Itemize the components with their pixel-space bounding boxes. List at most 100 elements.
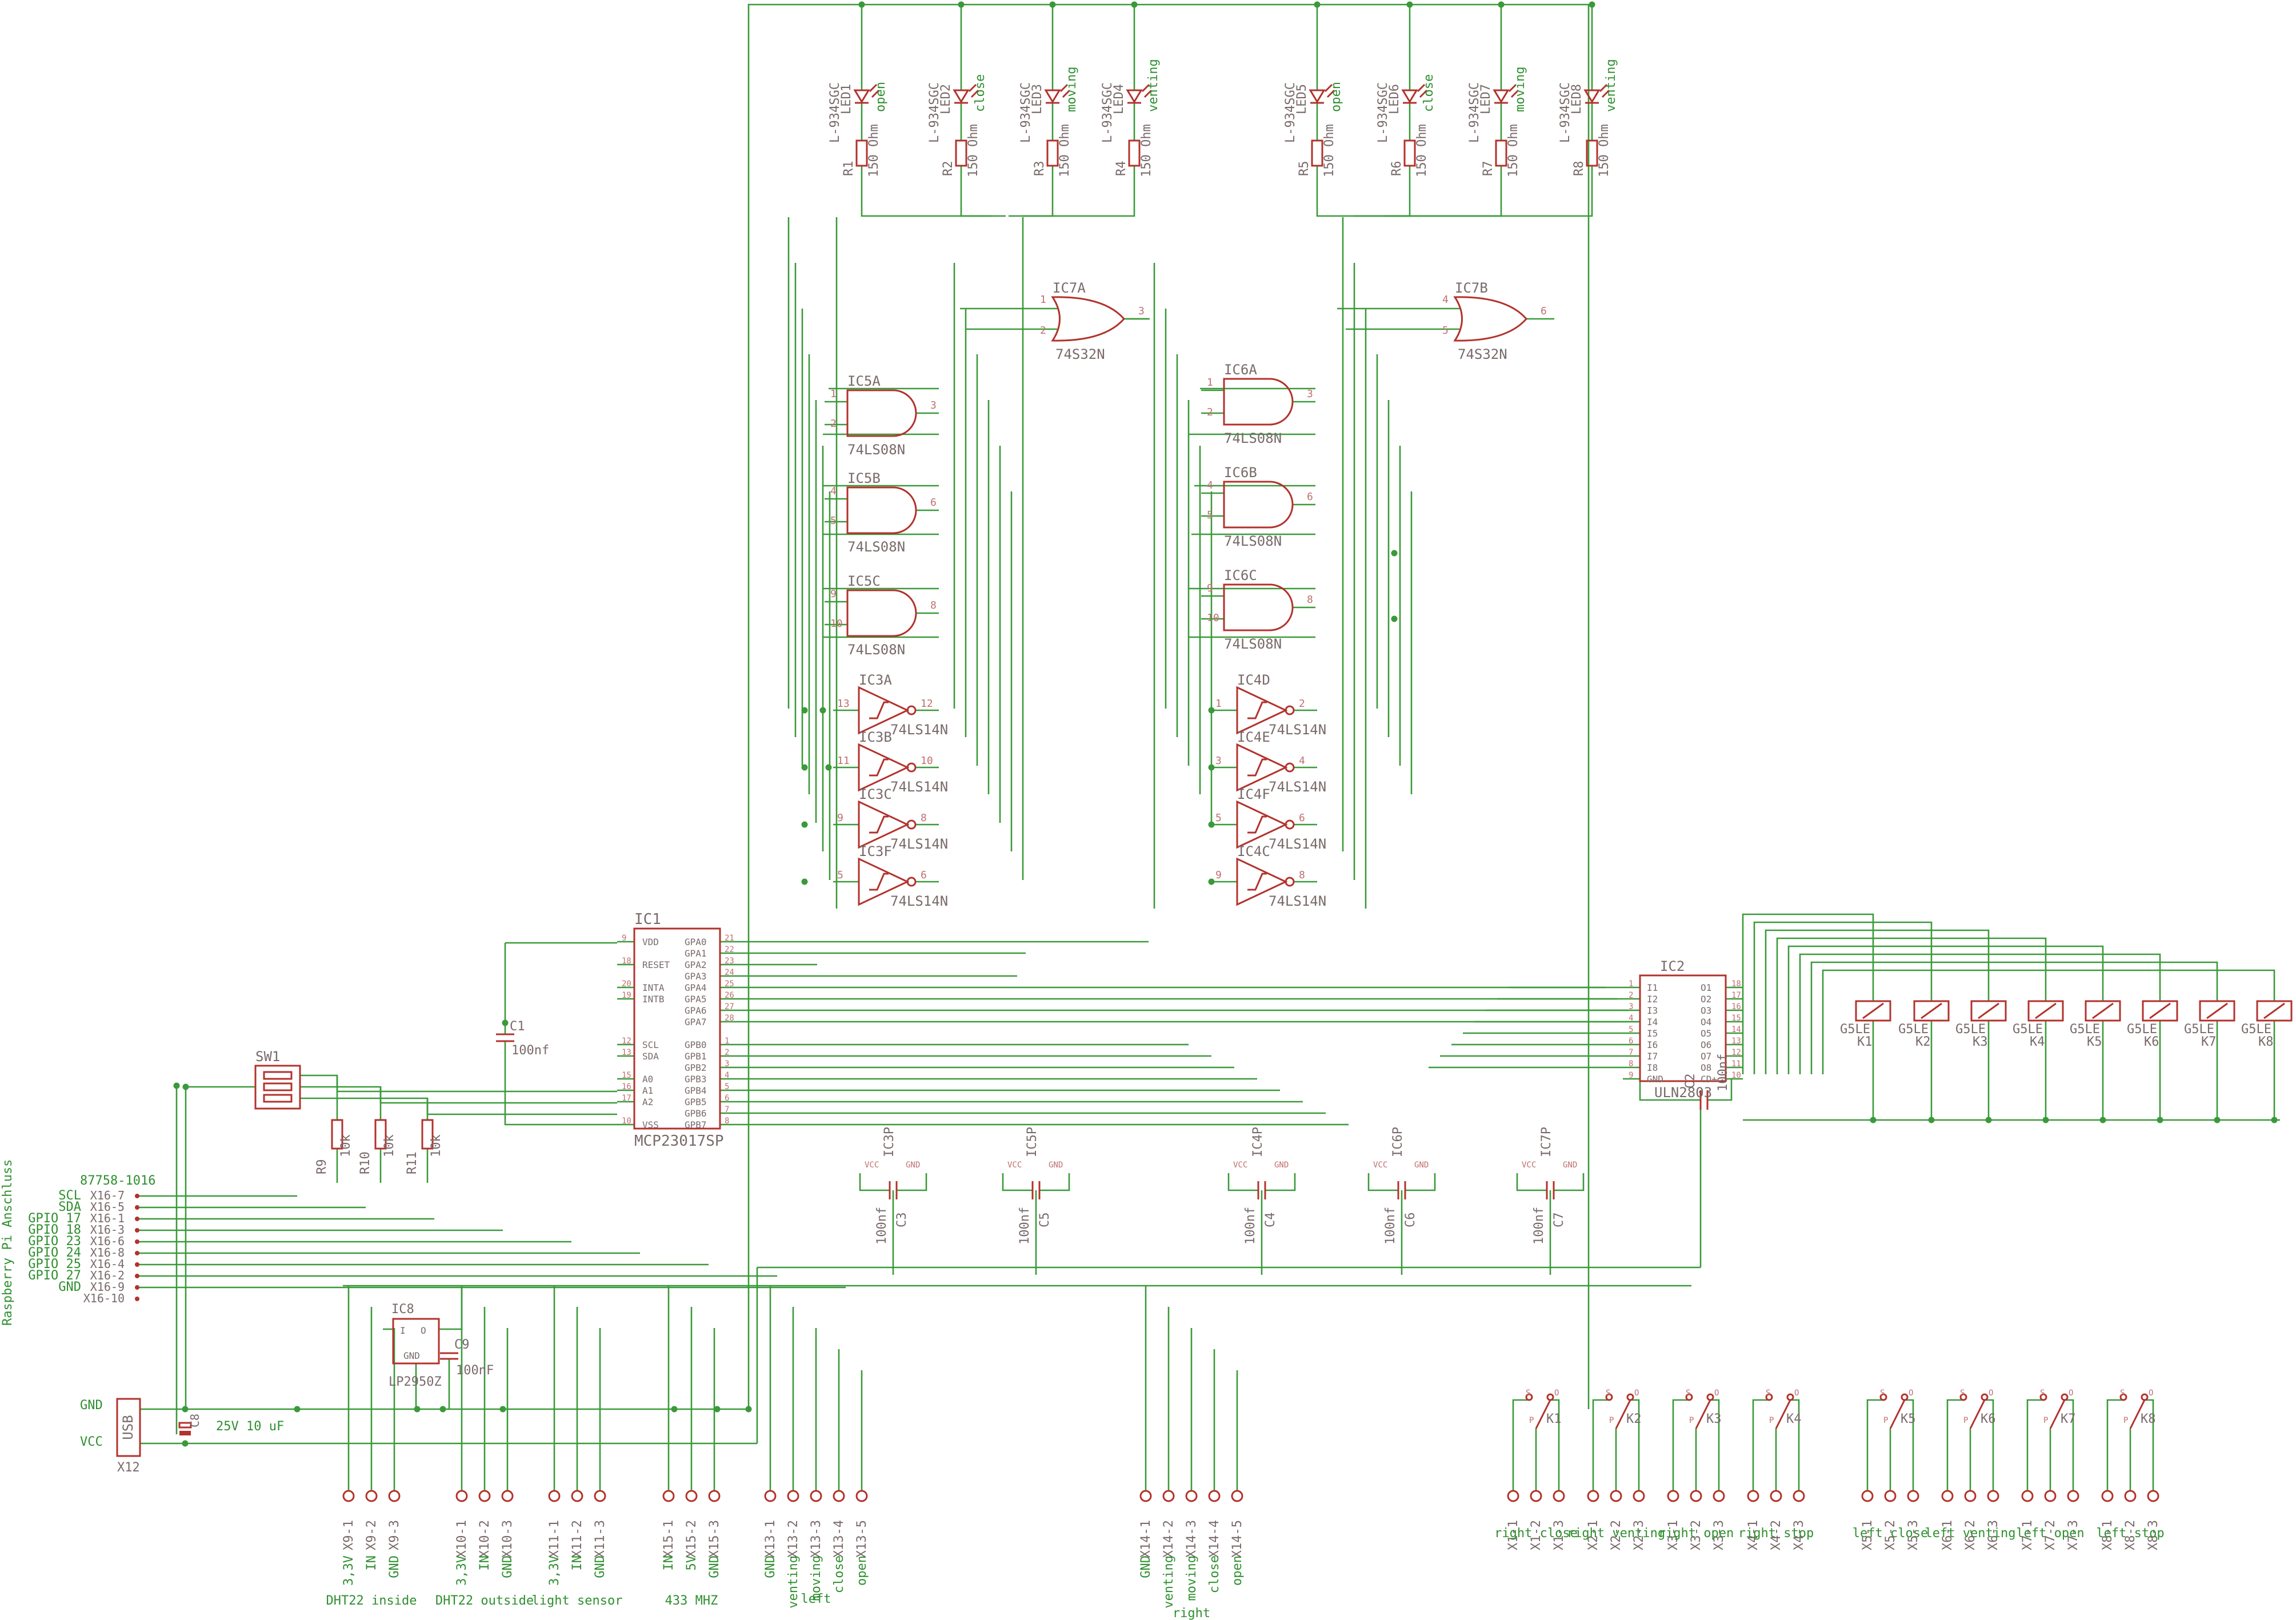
pullup-refdes: R11 (405, 1151, 419, 1174)
contact-wire (1752, 1399, 1769, 1491)
gate-refdes: IC6C (1224, 567, 1257, 583)
pin-number: 6 (1307, 491, 1313, 503)
ic1-pin-label: GPA3 (685, 971, 707, 982)
led-diode-icon (1401, 89, 1418, 103)
gate-refdes: IC5C (847, 573, 881, 589)
contact-switch-icon (1775, 1399, 1791, 1429)
resistor-icon (955, 139, 967, 167)
pin-number: 18 (1731, 979, 1741, 989)
ic2-pin-label: O1 (1701, 982, 1711, 993)
pin-number: 25 (725, 979, 734, 989)
pin-number: 12 (622, 1037, 631, 1046)
schmitt-trigger-icon (1247, 758, 1267, 777)
connector-pad (1530, 1490, 1542, 1502)
relay-coil-diagonal (2263, 1002, 2285, 1019)
connector-signal-label: open (855, 1555, 869, 1586)
schmitt-trigger-icon (1247, 873, 1267, 891)
junction-dot (671, 1406, 678, 1413)
relay-output-pin-label: X7-1 (2021, 1520, 2035, 1550)
led-diode-icon (1309, 89, 1326, 103)
contact-wire (2145, 1399, 2154, 1491)
c1-refdes: C1 (510, 1019, 525, 1034)
x16-pin-label: X16-2 (90, 1269, 125, 1282)
relay-output-caption: right venting (1567, 1526, 1665, 1541)
x16-signal-label: GPIO 18 (28, 1223, 81, 1237)
connector-pin-label: X11-2 (570, 1520, 585, 1558)
pin-number: 2 (1207, 406, 1213, 418)
junction-dot (294, 1406, 301, 1413)
pin-number: 16 (1731, 1002, 1741, 1011)
pin-number: 10 (1731, 1071, 1741, 1080)
relay-coil-icon (1855, 1000, 1891, 1022)
contact-wire (1630, 1399, 1640, 1491)
relay-coil-wire (1742, 913, 1874, 1074)
pin-number: 6 (725, 1094, 729, 1103)
contact-refdes: K3 (1706, 1412, 1722, 1426)
connector-pin-label: X13-5 (855, 1520, 869, 1558)
ic1-pin-label: GPB6 (685, 1108, 707, 1119)
and-gate-symbol (846, 589, 917, 637)
and-gate (846, 589, 917, 637)
junction-dot (1985, 1117, 1992, 1123)
resistor-icon (1046, 139, 1059, 167)
contact-terminal (1626, 1393, 1634, 1401)
ic8-pin-i: I (400, 1325, 406, 1336)
contact-terminal (1765, 1393, 1773, 1401)
led-3 (1044, 83, 1071, 167)
resistor-refdes: R2 (941, 161, 955, 177)
relay-coil-diagonal (2092, 1002, 2114, 1019)
junction-dot (182, 1406, 189, 1413)
relay-coil-icon (2199, 1000, 2235, 1022)
connector-pin-label: X15-3 (707, 1520, 722, 1558)
contact-wire (1905, 1399, 1914, 1491)
relay-output-pin-label: X8-3 (2146, 1520, 2161, 1550)
pin-number: 4 (725, 1071, 729, 1080)
relay-output-caption: left open (2016, 1526, 2084, 1541)
resistor-value: 150 Ohm (1058, 124, 1072, 177)
sw1-toggle-icon (263, 1094, 293, 1103)
contact-terminal (1546, 1393, 1554, 1401)
relay-k1 (1855, 1000, 1891, 1022)
contact-pin-o: O (1554, 1389, 1559, 1398)
gate-part: 74LS08N (1224, 533, 1282, 549)
pin-number: 4 (1299, 755, 1305, 767)
relay-coil-wire (1787, 945, 2104, 1074)
pin-number: 2 (725, 1048, 729, 1057)
relay-contact-k2 (1605, 1393, 1634, 1429)
junction-dot (2214, 1117, 2221, 1123)
contact-terminal (1981, 1393, 1989, 1401)
ic2-part: ULN2803 (1654, 1085, 1712, 1101)
relay-k7 (2199, 1000, 2235, 1022)
pin-number: 17 (622, 1094, 631, 1103)
relay-output-pin-label: X4-2 (1769, 1520, 1783, 1550)
ic2-pin-label: O3 (1701, 1005, 1711, 1016)
inverter-gate (1236, 800, 1295, 849)
contact-pin-p: P (1529, 1416, 1534, 1425)
connector-pin-label: X13-1 (763, 1520, 778, 1558)
gate-part: 74LS14N (890, 722, 948, 738)
schmitt-trigger-icon (1247, 815, 1267, 834)
connector-caption: DHT22 outside (435, 1594, 534, 1608)
led-refdes: LED6 (1387, 84, 1402, 114)
relay-contact-k4 (1765, 1393, 1794, 1429)
led-part-label: L-934SGC (828, 82, 842, 143)
connector-pad (1690, 1490, 1702, 1502)
header-pin-icon (135, 1251, 139, 1255)
connector-signal-label: open (1230, 1555, 1245, 1586)
contact-refdes: K6 (1981, 1412, 1996, 1426)
led-2 (953, 83, 979, 167)
pin-number: 3 (930, 399, 937, 411)
pin-number: 4 (1207, 479, 1213, 491)
pin-number: 2 (1299, 698, 1305, 710)
connector-pad (1185, 1490, 1198, 1502)
relay-output-pin-label: X6-1 (1941, 1520, 1955, 1550)
gate-refdes: IC6A (1224, 362, 1257, 378)
bypass-wire (1405, 1173, 1436, 1191)
contact-switch-icon (1535, 1399, 1551, 1429)
relay-coil-label: G5LE (1955, 1022, 1986, 1037)
bypass-cap-refdes: C5 (1038, 1213, 1052, 1228)
contact-switch-icon (1695, 1399, 1711, 1429)
gate-part: 74S32N (1055, 346, 1105, 362)
connector-signal-label: IN (365, 1555, 379, 1571)
ic1-pin-label: GPB1 (685, 1051, 707, 1062)
